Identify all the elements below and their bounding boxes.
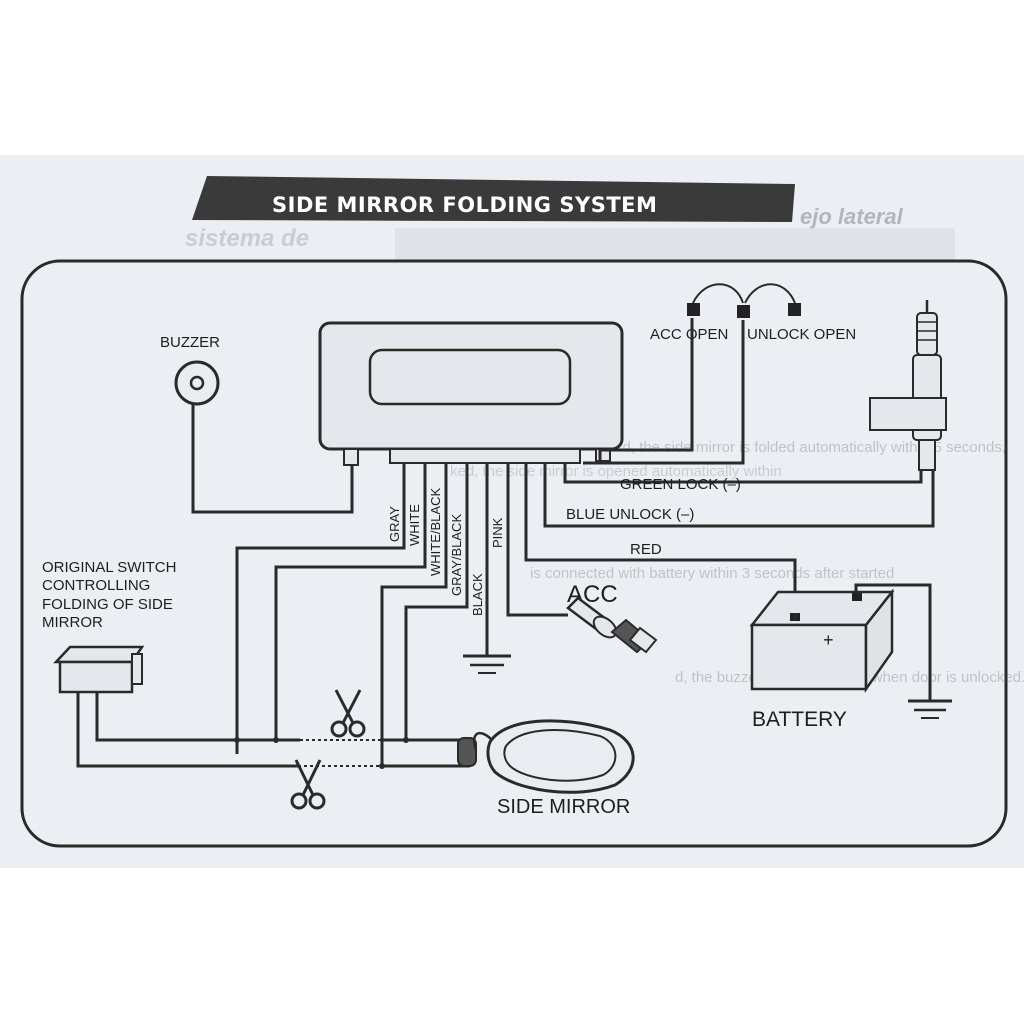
ghost-line-3: is connected with battery within 3 secon… — [530, 565, 894, 582]
ghost-line-1: d, the side mirror is folded automatical… — [622, 439, 1006, 456]
wire-label-white: WHITE — [407, 504, 422, 546]
green-lock-label: GREEN LOCK (–) — [620, 476, 741, 493]
original-switch-line-3: FOLDING OF SIDE — [42, 596, 173, 613]
ghost-title-top: ejo lateral — [800, 204, 904, 229]
battery-label: BATTERY — [752, 708, 847, 731]
ground-icon — [463, 654, 511, 674]
ground-icon — [908, 699, 952, 719]
control-module — [318, 321, 624, 466]
wire-label-pink: PINK — [490, 517, 505, 548]
door-lock-actuator-icon — [869, 300, 947, 471]
wire-label-black: BLACK — [470, 573, 485, 616]
side-mirror-label: SIDE MIRROR — [497, 796, 630, 818]
buzzer-label: BUZZER — [160, 334, 220, 351]
original-switch-line-1: ORIGINAL SWITCH — [42, 559, 176, 576]
wire-label-gray: GRAY — [387, 506, 402, 542]
ghost-line-2: ked, the side mirror is opened automatic… — [450, 463, 782, 480]
original-switch-line-2: CONTROLLING — [42, 577, 150, 594]
red-label: RED — [630, 541, 662, 558]
wire-label-gray-black: GRAY/BLACK — [449, 514, 464, 596]
original-switch-icon — [53, 645, 145, 694]
scissors-icon — [330, 689, 366, 738]
vertical-wire-labels: GRAY WHITE WHITE/BLACK GRAY/BLACK BLACK … — [387, 488, 505, 616]
scissors-icon — [290, 759, 326, 810]
battery-plus-label: + — [823, 630, 834, 650]
original-switch-label: ORIGINAL SWITCH CONTROLLING FOLDING OF S… — [42, 559, 176, 631]
diagram-border — [20, 259, 1008, 848]
diagram-title: SIDE MIRROR FOLDING SYSTEM — [272, 193, 657, 217]
ghost-title-left: sistema de — [185, 225, 309, 252]
acc-open-label: ACC OPEN — [650, 326, 728, 343]
original-switch-line-4: MIRROR — [42, 614, 103, 631]
buzzer-icon — [174, 360, 220, 406]
wire-label-white-black: WHITE/BLACK — [428, 488, 443, 576]
acc-key-icon — [566, 596, 658, 654]
ghost-through-text: ejo lateral sistema de d, the side mirro… — [185, 204, 1024, 686]
jumper-connectors — [687, 283, 801, 318]
title-banner: SIDE MIRROR FOLDING SYSTEM — [192, 176, 795, 222]
blue-unlock-label: BLUE UNLOCK (–) — [566, 506, 694, 523]
unlock-open-label: UNLOCK OPEN — [747, 326, 856, 343]
battery-icon: + — [749, 588, 895, 693]
side-mirror-icon — [457, 719, 635, 794]
